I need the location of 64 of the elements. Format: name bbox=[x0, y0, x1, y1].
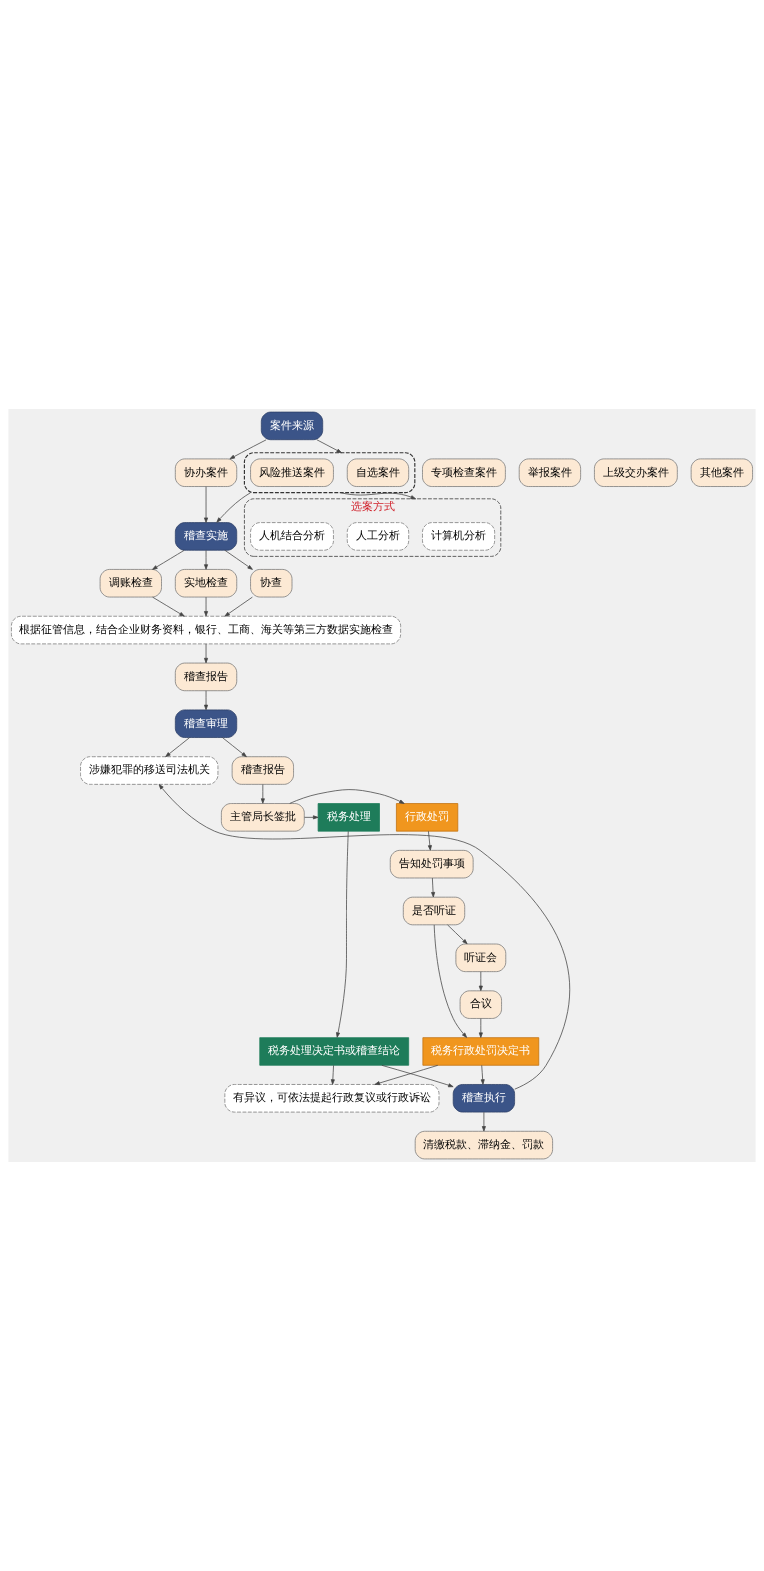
node-box: 听证会 bbox=[455, 943, 507, 973]
node-box: 税务处理 bbox=[317, 803, 380, 832]
arrow bbox=[216, 492, 251, 523]
arrow bbox=[480, 1064, 485, 1085]
node-box: 合议 bbox=[459, 990, 502, 1019]
node-box: 实地检查 bbox=[174, 569, 238, 598]
arrow bbox=[330, 1064, 335, 1085]
node-box: 清缴税款、滞纳金、罚款 bbox=[414, 1130, 553, 1160]
arrow bbox=[336, 830, 349, 1038]
arrow bbox=[260, 784, 265, 804]
arrow bbox=[204, 643, 209, 664]
arrow bbox=[165, 737, 190, 758]
node-box: 税务行政处罚决定书 bbox=[422, 1037, 540, 1066]
arrow bbox=[204, 690, 209, 711]
node-box: 稽查实施 bbox=[174, 522, 238, 551]
arrow bbox=[224, 549, 253, 570]
arrow bbox=[339, 492, 416, 500]
arrow bbox=[478, 971, 483, 992]
node-box: 稽查审理 bbox=[174, 709, 238, 738]
arrow bbox=[481, 1111, 486, 1132]
node-box: 人工分析 bbox=[346, 522, 410, 551]
arrow bbox=[433, 924, 468, 1038]
cluster bbox=[243, 452, 416, 494]
node-box: 有异议，可依法提起行政复议或行政诉讼 bbox=[224, 1084, 440, 1113]
node-box: 专项检查案件 bbox=[422, 458, 506, 487]
node-box: 涉嫌犯罪的移送司法机关 bbox=[80, 756, 219, 785]
node-box: 稽查执行 bbox=[452, 1084, 515, 1113]
node-box: 举报案件 bbox=[518, 458, 581, 487]
arrow bbox=[204, 549, 209, 570]
node-box: 主管局长签批 bbox=[221, 803, 305, 832]
node-box: 计算机分析 bbox=[422, 522, 496, 551]
node-box: 税务处理决定书或稽查结论 bbox=[259, 1037, 410, 1066]
arrow bbox=[374, 1064, 439, 1086]
arrow bbox=[224, 596, 253, 617]
arrow bbox=[152, 596, 185, 617]
node-box: 稽查报告 bbox=[174, 662, 238, 692]
node-box: 案件来源 bbox=[260, 411, 324, 441]
arrow bbox=[431, 877, 436, 898]
arrow bbox=[447, 924, 468, 945]
arrow bbox=[427, 830, 432, 851]
node-box: 自选案件 bbox=[346, 458, 410, 487]
node-box: 人机结合分析 bbox=[250, 522, 334, 551]
node-box: 是否听证 bbox=[402, 896, 466, 926]
arrow bbox=[152, 549, 185, 570]
node-box: 稽查报告 bbox=[231, 756, 294, 785]
node-box: 上级交办案件 bbox=[594, 458, 678, 487]
node-box: 调账检查 bbox=[99, 569, 162, 598]
node-box: 根据征管信息，结合企业财务资料，银行、工商、海关等第三方数据实施检查 bbox=[11, 615, 401, 645]
arrow bbox=[222, 737, 247, 758]
arrow bbox=[381, 1064, 454, 1088]
node-box: 其他案件 bbox=[690, 458, 753, 487]
arrow bbox=[204, 486, 209, 523]
arrow bbox=[289, 789, 405, 804]
arrow bbox=[304, 815, 319, 820]
arrow bbox=[204, 596, 209, 617]
arrow bbox=[478, 1018, 483, 1038]
node-box: 告知处罚事项 bbox=[389, 849, 474, 879]
node-box: 行政处罚 bbox=[396, 803, 459, 832]
arrow bbox=[229, 439, 267, 460]
node-box: 协查 bbox=[250, 569, 293, 598]
node-box: 风险推送案件 bbox=[250, 458, 334, 487]
arrow bbox=[158, 784, 571, 1090]
node-box: 协办案件 bbox=[174, 458, 238, 487]
arrow bbox=[316, 439, 342, 454]
